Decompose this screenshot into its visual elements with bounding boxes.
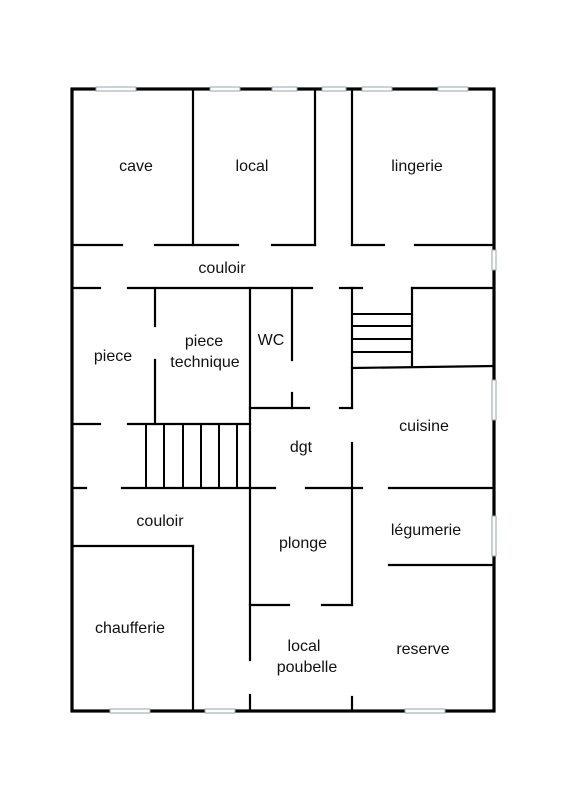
window bbox=[361, 86, 393, 92]
windows bbox=[95, 86, 497, 714]
window bbox=[209, 86, 241, 92]
outer-wall bbox=[70, 87, 496, 713]
window bbox=[404, 708, 446, 714]
window bbox=[321, 86, 347, 92]
room-label-cave: cave bbox=[119, 158, 153, 175]
room-label-wc: WC bbox=[258, 332, 285, 349]
window bbox=[109, 708, 151, 714]
room-label-lingerie: lingerie bbox=[391, 158, 443, 175]
window bbox=[437, 86, 469, 92]
window bbox=[491, 515, 497, 557]
room-label-plonge: plonge bbox=[279, 535, 327, 552]
window bbox=[95, 86, 137, 92]
room-labels: cave local lingerie couloir piece piece … bbox=[94, 158, 461, 676]
window bbox=[491, 379, 497, 421]
room-label-piece: piece bbox=[94, 348, 132, 365]
window bbox=[491, 249, 497, 271]
room-label-cuisine: cuisine bbox=[399, 418, 449, 435]
room-label-couloir-top: couloir bbox=[198, 260, 246, 277]
room-label-chaufferie: chaufferie bbox=[95, 620, 165, 637]
room-label-local: local bbox=[236, 158, 269, 175]
stairs-left bbox=[145, 424, 238, 488]
stairs-right bbox=[352, 313, 412, 353]
room-label-local-poubelle-line2: poubelle bbox=[277, 659, 338, 676]
room-label-legumerie: légumerie bbox=[391, 522, 461, 539]
window bbox=[204, 708, 236, 714]
room-label-couloir-bottom: couloir bbox=[136, 513, 184, 530]
window bbox=[271, 86, 298, 92]
room-label-piece-technique-line2: technique bbox=[170, 354, 239, 371]
room-label-dgt: dgt bbox=[290, 439, 313, 456]
room-label-local-poubelle-line1: local bbox=[288, 638, 321, 655]
room-label-reserve: reserve bbox=[396, 641, 449, 658]
room-label-piece-technique-line1: piece bbox=[185, 333, 223, 350]
interior-walls bbox=[70, 87, 496, 713]
